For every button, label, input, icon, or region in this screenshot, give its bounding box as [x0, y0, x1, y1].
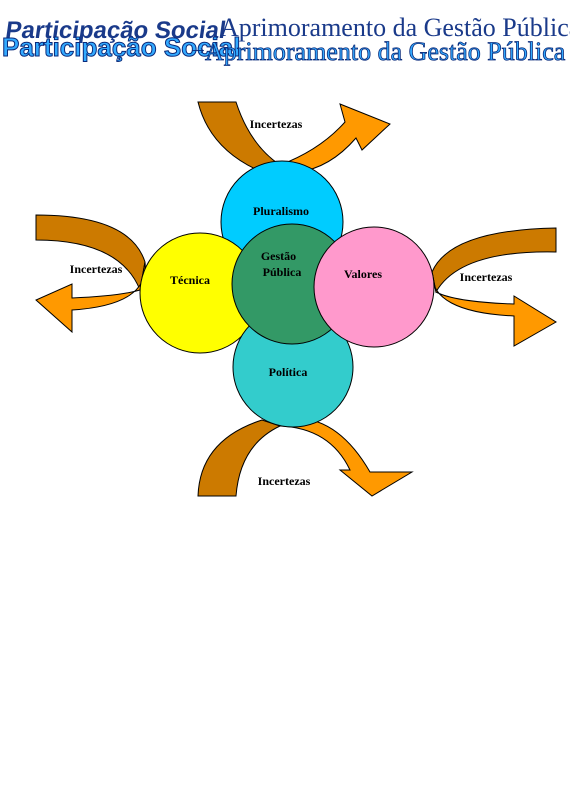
label-incertezas-top: Incertezas — [250, 117, 303, 131]
title-part1-shadow: Participação Social — [4, 17, 228, 44]
label-incertezas-right: Incertezas — [460, 270, 513, 284]
title-arrow: → — [188, 37, 208, 59]
label-incertezas-bottom: Incertezas — [258, 474, 311, 488]
title-part2: Aprimoramento da Gestão Pública — [205, 37, 566, 66]
title-wordart: Participação Social Aprimoramento da Ges… — [2, 13, 570, 66]
label-pluralismo: Pluralismo — [253, 204, 309, 218]
label-tecnica: Técnica — [170, 273, 210, 287]
title-part2-shadow: Aprimoramento da Gestão Pública — [220, 13, 570, 42]
circle-valores — [313, 226, 435, 348]
label-politica: Política — [269, 365, 308, 379]
label-incertezas-left: Incertezas — [70, 262, 123, 276]
label-gestao-publica: Gestão Pública — [261, 249, 302, 279]
uncertainty-arrow-top — [197, 101, 391, 173]
label-valores: Valores — [344, 267, 382, 281]
uncertainty-arrow-right — [431, 227, 557, 347]
title-part1: Participação Social — [2, 32, 240, 62]
